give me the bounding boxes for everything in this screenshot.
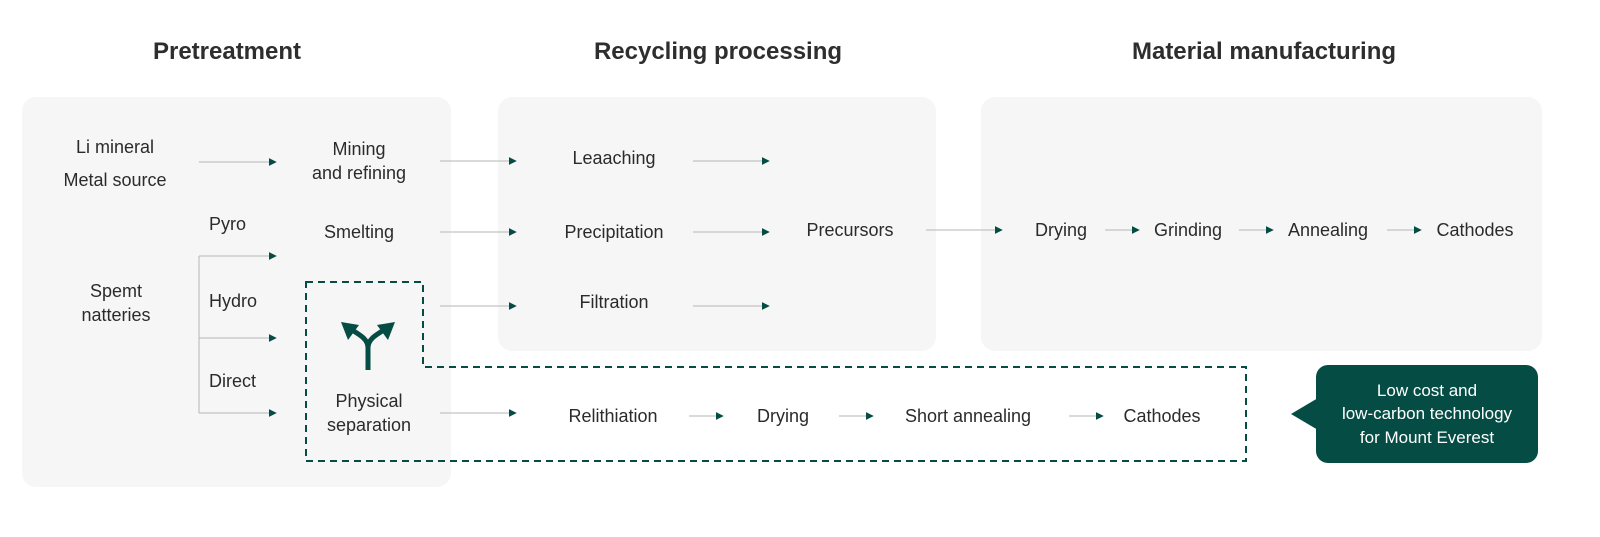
- label-li-mineral: Li mineral: [75, 137, 155, 157]
- label-mining-line2: and refining: [311, 163, 407, 183]
- direct-route-dashed-outline: [305, 281, 1247, 462]
- label-precursors: Precursors: [806, 220, 894, 240]
- label-mining-refining: Mining and refining: [312, 137, 406, 185]
- heading-material: Material manufacturing: [1131, 38, 1397, 65]
- label-drying: Drying: [1034, 220, 1088, 240]
- split-arrow-icon: [350, 327, 386, 370]
- callout-line3: for Mount Everest: [1359, 427, 1495, 447]
- label-spent-batteries: Spemt natteries: [81, 279, 150, 327]
- recycling-panel: [498, 97, 936, 351]
- label-filtration: Filtration: [579, 292, 649, 312]
- label-spent-batteries-line2: natteries: [81, 305, 151, 325]
- label-pyro: Pyro: [209, 214, 247, 234]
- label-spent-batteries-line1: Spemt: [89, 281, 143, 301]
- callout-pointer: [1291, 398, 1318, 430]
- label-hydro: Hydro: [209, 291, 258, 311]
- callout-line1: Low cost and: [1376, 380, 1478, 400]
- label-direct: Direct: [209, 371, 257, 391]
- label-precipitation: Precipitation: [564, 222, 664, 242]
- label-short-annealing: Short annealing: [904, 406, 1032, 426]
- label-physical-line1: Physical: [335, 391, 403, 411]
- callout-line2: low-carbon technology: [1341, 404, 1513, 424]
- label-smelting: Smelting: [323, 222, 395, 242]
- label-physical-separation: Physical separation: [327, 389, 411, 437]
- callout-low-carbon: Low cost and low-carbon technology for M…: [1316, 365, 1538, 463]
- material-panel: [981, 97, 1542, 351]
- label-direct-cathodes: Cathodes: [1123, 406, 1201, 426]
- heading-pretreatment: Pretreatment: [152, 38, 302, 65]
- label-relithiation: Relithiation: [568, 406, 658, 426]
- label-annealing: Annealing: [1287, 220, 1369, 240]
- label-mining-line1: Mining: [332, 139, 386, 159]
- label-leaching: Leaaching: [572, 148, 656, 168]
- label-cathodes: Cathodes: [1436, 220, 1514, 240]
- heading-recycling: Recycling processing: [593, 38, 843, 65]
- label-grinding: Grinding: [1153, 220, 1223, 240]
- label-metal-source: Metal source: [63, 170, 167, 190]
- label-direct-drying: Drying: [756, 406, 810, 426]
- label-physical-line2: separation: [326, 415, 412, 435]
